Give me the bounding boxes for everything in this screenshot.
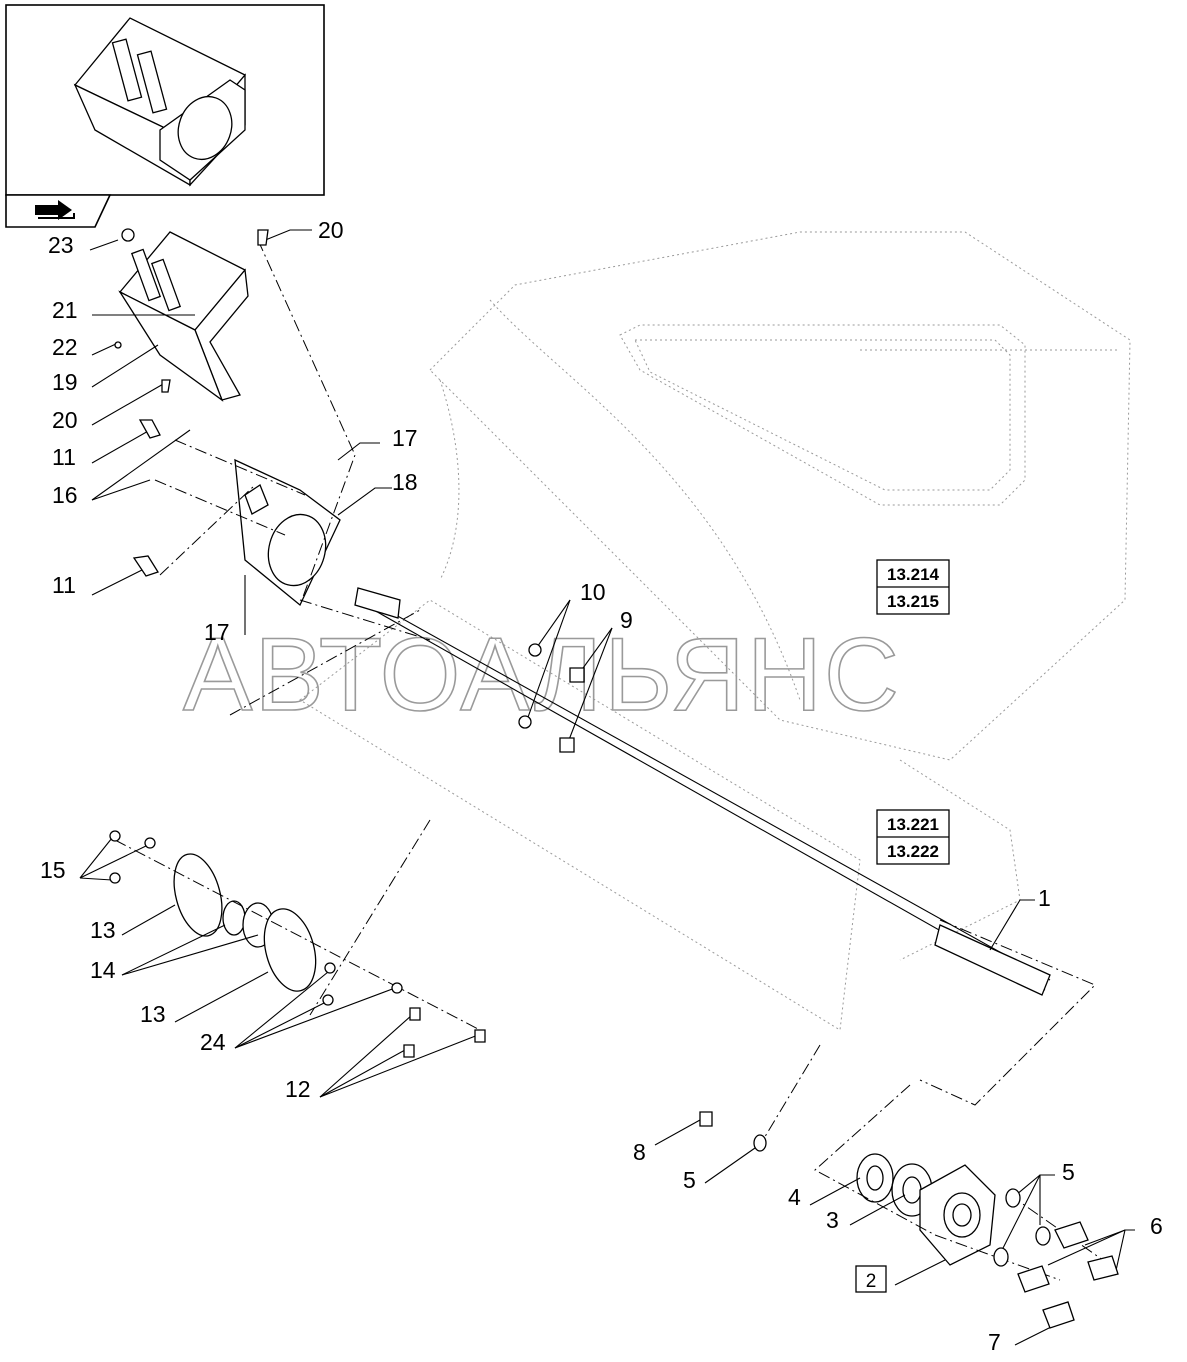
reference-box-1-bottom: 13.215 bbox=[887, 592, 939, 611]
callout-3: 3 bbox=[826, 1207, 839, 1233]
callout-5-right: 5 bbox=[1062, 1159, 1075, 1185]
callout-4: 4 bbox=[788, 1184, 801, 1210]
mounting-plate bbox=[234, 458, 341, 607]
leader-lines bbox=[79, 229, 1135, 1346]
callout-11-bottom: 11 bbox=[52, 572, 76, 598]
watermark: АВТОАЛЬЯНС bbox=[183, 617, 901, 733]
callout-10: 10 bbox=[580, 579, 606, 605]
callout-17-top: 17 bbox=[392, 425, 418, 451]
component-overview-thumbnail bbox=[73, 17, 247, 187]
reference-box-2[interactable]: 13.221 13.222 bbox=[876, 809, 950, 865]
reference-box-2-bottom: 13.222 bbox=[887, 842, 939, 861]
callout-5-left: 5 bbox=[683, 1167, 696, 1193]
callout-13-bottom: 13 bbox=[140, 1001, 166, 1027]
callout-box-2[interactable]: 2 bbox=[855, 1265, 887, 1293]
callout-6: 6 bbox=[1150, 1213, 1163, 1239]
next-page-arrow-icon[interactable] bbox=[35, 200, 75, 220]
callout-21: 21 bbox=[52, 297, 78, 323]
callout-20-top: 20 bbox=[318, 217, 344, 243]
callout-15: 15 bbox=[40, 857, 66, 883]
callout-19: 19 bbox=[52, 369, 78, 395]
bearing-assembly-right bbox=[856, 1153, 996, 1266]
callout-2: 2 bbox=[866, 1271, 877, 1292]
callout-13-top: 13 bbox=[90, 917, 116, 943]
machine-ghost-outline bbox=[299, 231, 1131, 1031]
callout-24: 24 bbox=[200, 1029, 226, 1055]
callout-14: 14 bbox=[90, 957, 116, 983]
overview-inset bbox=[5, 4, 325, 228]
callout-16: 16 bbox=[52, 482, 78, 508]
callout-labels: 23 20 21 22 19 20 11 16 11 17 18 17 10 9… bbox=[40, 217, 1163, 1355]
reference-box-2-top: 13.221 bbox=[887, 815, 939, 834]
callout-22: 22 bbox=[52, 334, 78, 360]
callout-12: 12 bbox=[285, 1076, 311, 1102]
callout-23: 23 bbox=[48, 232, 74, 258]
main-shaft bbox=[354, 587, 1051, 996]
reference-box-1[interactable]: 13.214 13.215 bbox=[876, 559, 950, 615]
callout-20-bottom: 20 bbox=[52, 407, 78, 433]
callout-17-bottom: 17 bbox=[204, 619, 230, 645]
callout-18: 18 bbox=[392, 469, 418, 495]
cover-bracket bbox=[118, 231, 249, 402]
callout-8: 8 bbox=[633, 1139, 646, 1165]
assembly-guide-lines bbox=[114, 239, 1111, 1281]
callout-7: 7 bbox=[988, 1329, 1001, 1355]
callout-11-top: 11 bbox=[52, 444, 76, 470]
hardware-items bbox=[109, 228, 1119, 1329]
callout-9: 9 bbox=[620, 607, 633, 633]
reference-box-1-top: 13.214 bbox=[887, 565, 940, 584]
callout-1: 1 bbox=[1038, 885, 1051, 911]
flange-assembly-left bbox=[173, 853, 317, 992]
